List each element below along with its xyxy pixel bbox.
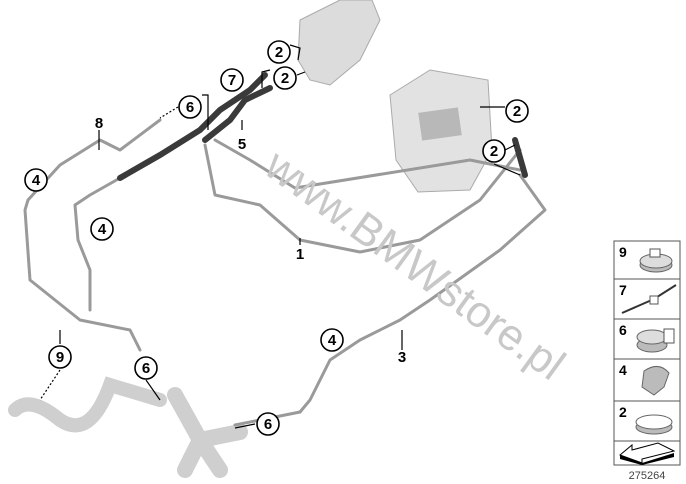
part-label-8[interactable]: 8 [95, 115, 103, 132]
part-label-1[interactable]: 1 [296, 246, 304, 263]
callout-label: 2 [490, 143, 498, 160]
callout-label: 4 [98, 221, 107, 238]
hoses [117, 72, 528, 181]
coolant-hoses-lower [8, 376, 248, 478]
legend-item-2[interactable]: 2 [613, 400, 681, 442]
part-label-3[interactable]: 3 [398, 349, 406, 366]
legend-item-9[interactable]: 9 [613, 240, 681, 280]
part-label-5[interactable]: 5 [238, 136, 246, 153]
callout-2[interactable]: 2 [505, 99, 529, 123]
callout-2[interactable]: 2 [273, 66, 297, 90]
callout-label: 6 [186, 99, 194, 116]
legend-label: 7 [619, 282, 627, 298]
parts-legend: 9 7 6 4 2 275264 [613, 240, 681, 482]
callout-2[interactable]: 2 [482, 139, 506, 163]
legend-label: 2 [619, 404, 627, 420]
callout-9[interactable]: 9 [48, 345, 72, 369]
callout-4[interactable]: 4 [320, 328, 344, 352]
callout-label: 4 [32, 172, 41, 189]
callout-label: 7 [228, 72, 236, 89]
callout-label: 2 [513, 103, 521, 120]
orientation-arrow-icon [619, 442, 676, 465]
callout-label: 9 [56, 349, 64, 366]
callout-label: 2 [275, 44, 283, 61]
legend-item-4[interactable]: 4 [613, 358, 681, 402]
callout-6[interactable]: 6 [134, 356, 158, 380]
legend-item-6[interactable]: 6 [613, 318, 681, 360]
legend-item-7[interactable]: 7 [613, 278, 681, 320]
callout-6[interactable]: 6 [178, 95, 202, 119]
callout-label: 6 [142, 360, 150, 377]
callout-4[interactable]: 4 [24, 168, 48, 192]
hose-clamp-icon [635, 414, 673, 435]
callout-6[interactable]: 6 [256, 412, 280, 436]
callout-2[interactable]: 2 [267, 40, 291, 64]
legend-label: 6 [619, 322, 627, 338]
pipe-holder-icon [641, 366, 670, 396]
leader-lines [39, 44, 521, 429]
gearbox-housing [297, 0, 381, 86]
diagram-number: 275264 [629, 470, 666, 482]
callout-label: 4 [328, 332, 337, 349]
callout-4[interactable]: 4 [90, 217, 114, 241]
control-unit [389, 69, 493, 193]
cable-tie-icon [621, 284, 677, 314]
legend-item-orientation [613, 440, 681, 466]
bracket-clamp-icon [636, 328, 675, 353]
clamp-icon [639, 248, 673, 273]
callout-label: 2 [281, 70, 289, 87]
legend-label: 4 [619, 362, 627, 378]
callout-7[interactable]: 7 [220, 68, 244, 92]
callout-label: 6 [264, 416, 272, 433]
legend-label: 9 [619, 244, 627, 260]
